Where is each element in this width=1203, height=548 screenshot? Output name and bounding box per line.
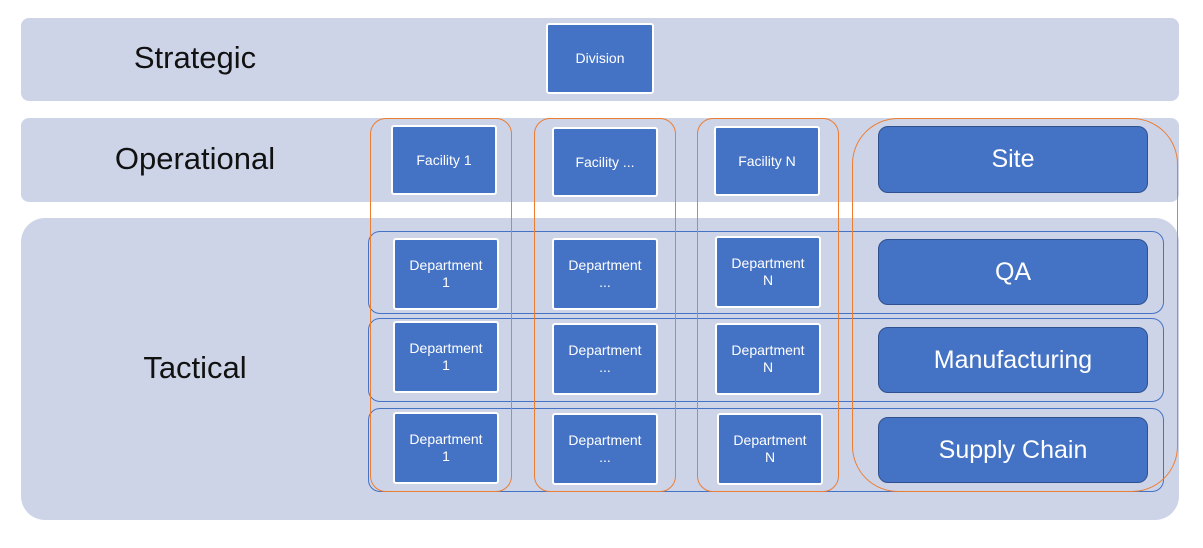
facility-box-1: Facility 1 <box>391 125 497 195</box>
department-box: Department N <box>715 236 821 308</box>
department-box: Department 1 <box>393 321 499 393</box>
department-box: Department N <box>715 323 821 395</box>
department-box: Department N <box>717 413 823 485</box>
supply-chain-box: Supply Chain <box>878 417 1148 483</box>
department-row-frame-2 <box>368 318 1164 402</box>
tactical-label: Tactical <box>143 350 247 385</box>
facility-column-frame-3 <box>697 118 839 492</box>
department-box: Department ... <box>552 238 658 310</box>
facility-box-3: Facility N <box>714 126 820 196</box>
strategic-label: Strategic <box>133 40 257 75</box>
qa-box: QA <box>878 239 1148 305</box>
department-row-frame-1 <box>368 231 1164 314</box>
site-box: Site <box>878 126 1148 193</box>
site-column-frame <box>852 118 1178 492</box>
facility-column-frame-1 <box>370 118 512 492</box>
facility-box-2: Facility ... <box>552 127 658 197</box>
department-box: Department 1 <box>393 412 499 484</box>
facility-column-frame-2 <box>534 118 676 492</box>
department-box: Department ... <box>552 413 658 485</box>
department-box: Department ... <box>552 323 658 395</box>
operational-label: Operational <box>114 141 276 176</box>
department-box: Department 1 <box>393 238 499 310</box>
manufacturing-box: Manufacturing <box>878 327 1148 393</box>
division-box: Division <box>546 23 654 94</box>
